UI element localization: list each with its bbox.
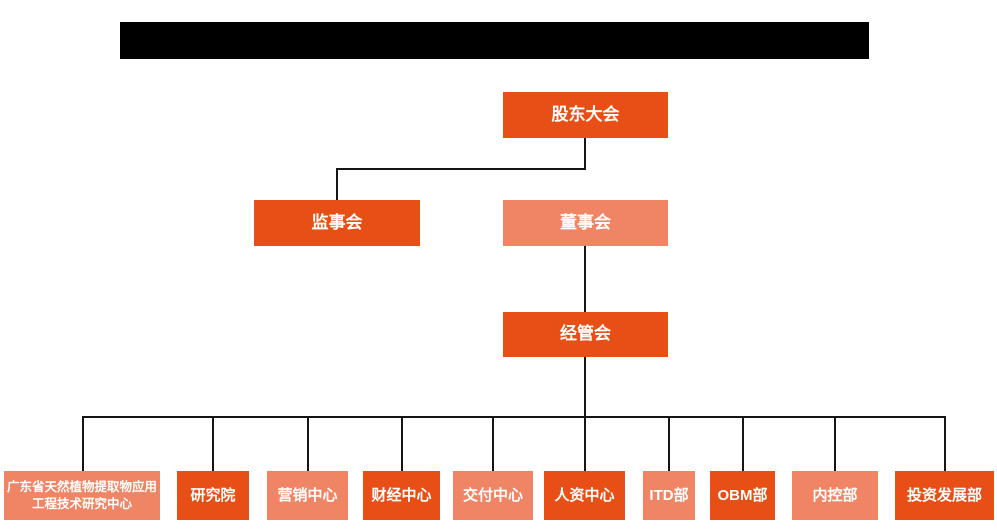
node-itd-department: ITD部: [643, 471, 695, 520]
connector-branch-horizontal: [336, 168, 586, 170]
connector-directors-to-management: [584, 246, 586, 312]
node-research-center: 广东省天然植物提取物应用工程技术研究中心: [4, 471, 160, 520]
connector-drop: [212, 416, 214, 471]
node-board-of-directors: 董事会: [503, 200, 668, 246]
node-label: 股东大会: [551, 104, 620, 124]
node-board-of-supervisors: 监事会: [254, 200, 420, 246]
node-label: 人资中心: [554, 486, 615, 504]
connector-management-to-departments: [584, 357, 586, 417]
node-label: 经管会: [560, 324, 611, 344]
node-management-committee: 经管会: [503, 312, 668, 357]
connector-drop: [307, 416, 309, 471]
node-label: 财经中心: [371, 486, 432, 504]
node-label: 内控部: [812, 486, 858, 504]
connector-top-to-branch: [584, 138, 586, 169]
connector-drop: [401, 416, 403, 471]
connector-drop: [834, 416, 836, 471]
connector-drop: [492, 416, 494, 471]
node-internal-control-department: 内控部: [792, 471, 878, 520]
node-obm-department: OBM部: [710, 471, 775, 520]
node-finance-center: 财经中心: [363, 471, 440, 520]
node-marketing-center: 营销中心: [267, 471, 348, 520]
node-label: 广东省天然植物提取物应用工程技术研究中心: [7, 480, 158, 511]
node-investment-development-department: 投资发展部: [895, 471, 994, 520]
node-label: 交付中心: [462, 486, 523, 504]
connector-drop: [742, 416, 744, 471]
node-label: OBM部: [717, 486, 768, 504]
node-label: ITD部: [649, 486, 689, 504]
node-label: 研究院: [190, 486, 236, 504]
connector-to-supervisors: [336, 168, 338, 200]
connector-drop: [584, 416, 586, 471]
node-label: 监事会: [311, 212, 363, 232]
node-label: 董事会: [560, 212, 611, 232]
node-shareholders-meeting: 股东大会: [503, 92, 668, 138]
connector-drop: [82, 416, 84, 471]
connector-departments-horizontal: [82, 416, 946, 418]
redacted-title-bar: [120, 22, 869, 59]
node-delivery-center: 交付中心: [453, 471, 533, 520]
node-label: 营销中心: [277, 486, 338, 504]
node-hr-center: 人资中心: [544, 471, 625, 520]
connector-drop: [944, 416, 946, 471]
node-label: 投资发展部: [906, 486, 982, 504]
connector-drop: [668, 416, 670, 471]
node-research-institute: 研究院: [177, 471, 249, 520]
